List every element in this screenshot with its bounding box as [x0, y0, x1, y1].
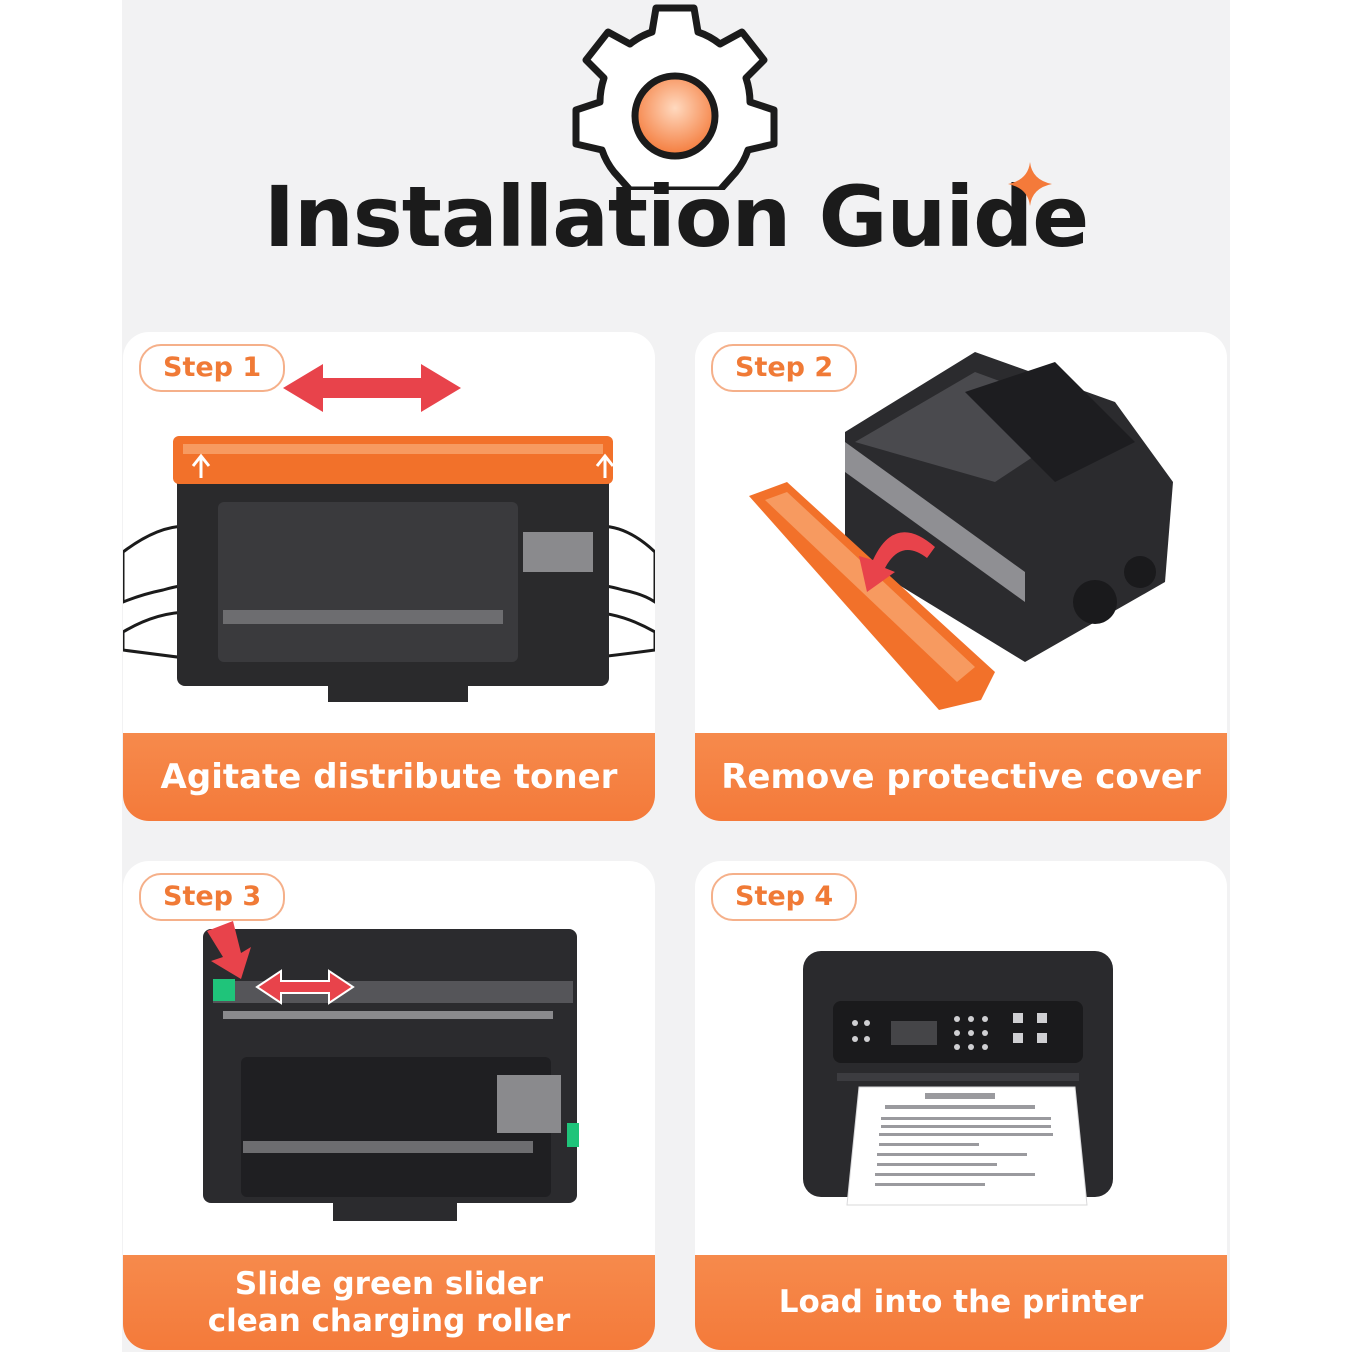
drum-unit-illustration — [203, 921, 579, 1221]
gear-icon — [572, 4, 778, 190]
sparkle-icon — [1008, 162, 1052, 206]
step-1-badge: Step 1 — [139, 344, 286, 392]
step-4-caption: Load into the printer — [695, 1255, 1227, 1350]
step-4-card: Step 4 Load into the printer — [695, 861, 1227, 1350]
step-2-badge: Step 2 — [711, 344, 858, 392]
step-2-caption: Remove protective cover — [695, 733, 1227, 821]
step-2-card: Step 2 Remove protective cover — [695, 332, 1227, 821]
toner-cover-illustration — [749, 352, 1173, 710]
step-3-caption: Slide green slider clean charging roller — [123, 1255, 655, 1350]
step-1-card: Step 1 Agitate distribute toner — [123, 332, 655, 821]
step-1-caption: Agitate distribute toner — [123, 733, 655, 821]
page-title: Installation Guide — [263, 168, 1090, 266]
step-3-card: Step 3 Slide green slider clean charging… — [123, 861, 655, 1350]
toner-cartridge-illustration — [123, 364, 655, 702]
step-3-badge: Step 3 — [139, 873, 286, 921]
step-4-badge: Step 4 — [711, 873, 858, 921]
laser-printer-illustration — [803, 951, 1113, 1206]
